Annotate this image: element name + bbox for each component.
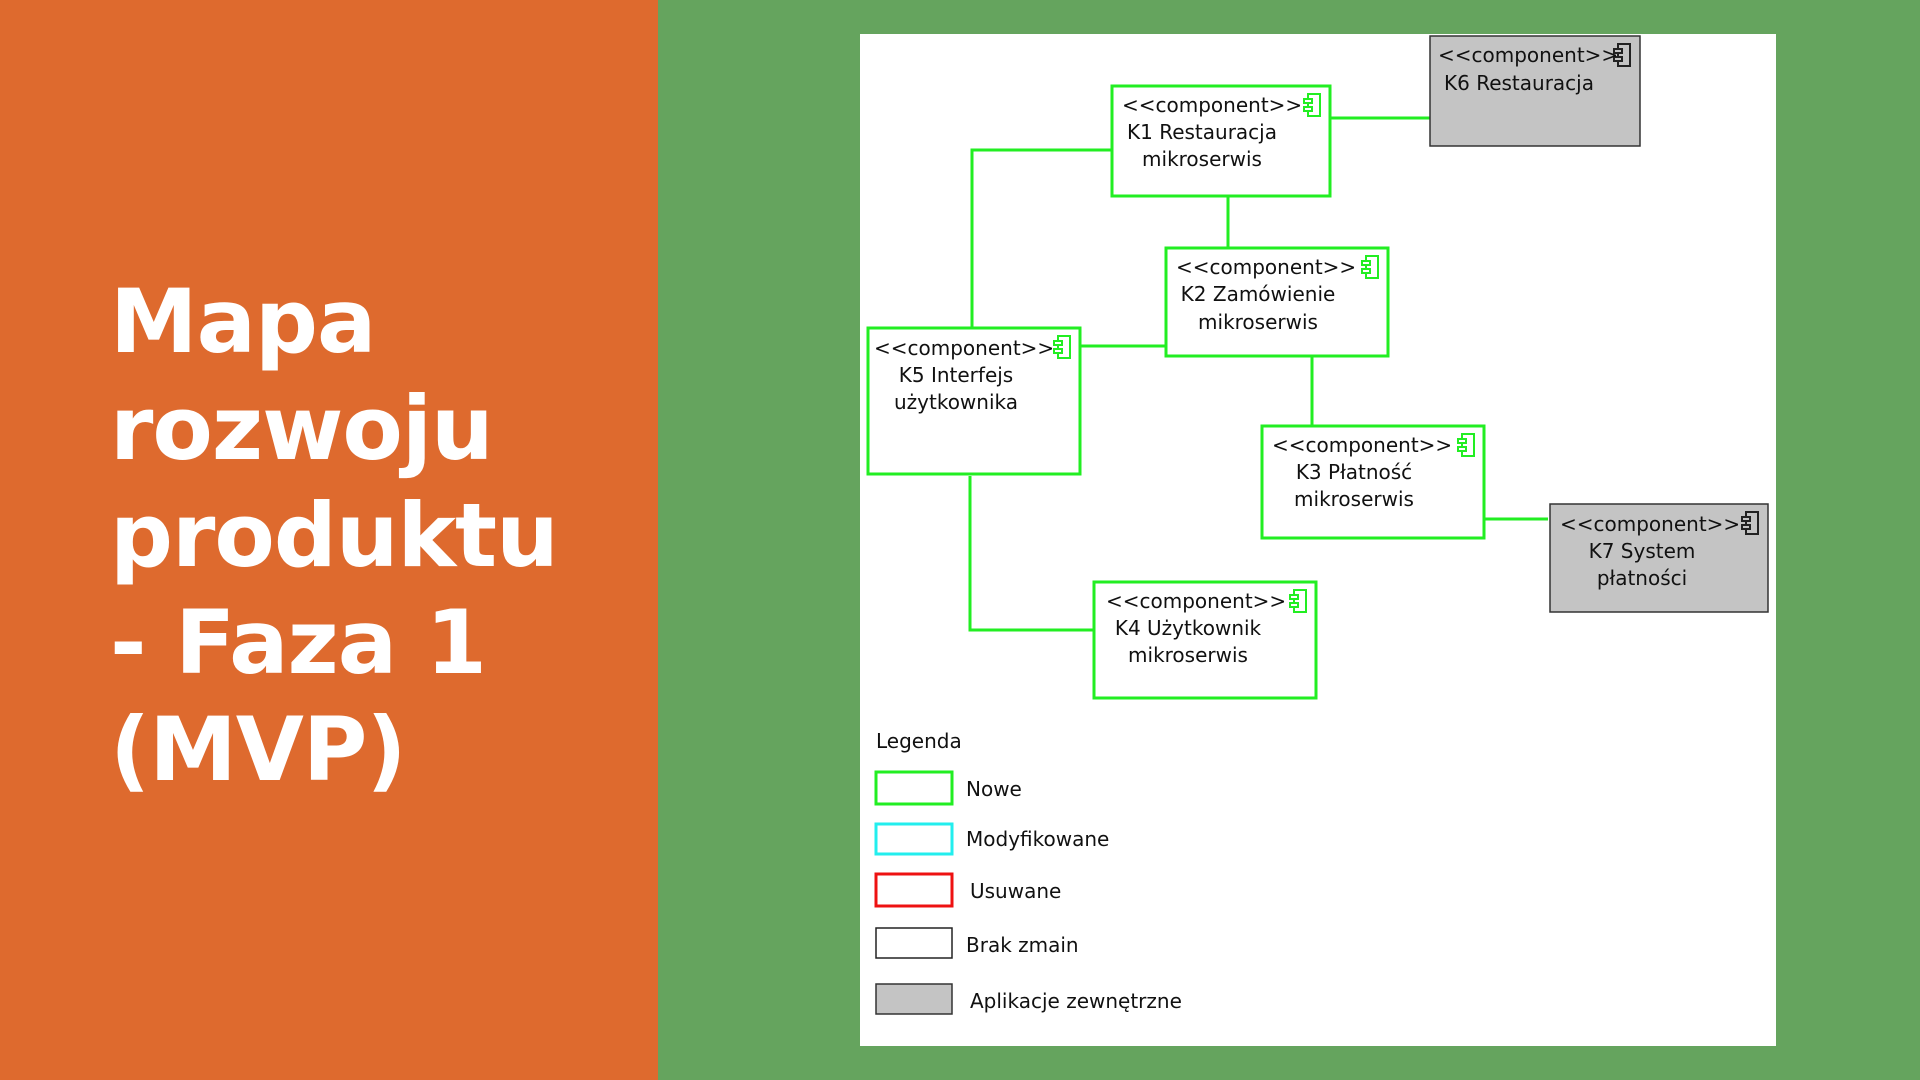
k5-name: K5 Interfejs [899, 363, 1013, 387]
legend-title: Legenda [876, 729, 962, 753]
k3-name: K3 Płatność [1296, 460, 1412, 484]
k4-subtitle: mikroserwis [1128, 643, 1248, 667]
k5-stereotype: <<component>> [874, 336, 1054, 360]
connectors [968, 116, 1548, 632]
k4-stereotype: <<component>> [1106, 589, 1286, 613]
legend-swatch-external [875, 983, 953, 1015]
legend-label-removed: Usuwane [970, 879, 1061, 903]
k1-subtitle: mikroserwis [1142, 147, 1262, 171]
component-diagram: <<component>> K6 Restauracja <<component… [866, 35, 1769, 1015]
component-k5: <<component>> K5 Interfejs użytkownika [866, 326, 1082, 476]
component-k1: <<component>> K1 Restauracja mikroserwis [1110, 84, 1332, 198]
component-k6: <<component>> K6 Restauracja [1429, 35, 1641, 147]
k3-subtitle: mikroserwis [1294, 487, 1414, 511]
component-k2: <<component>> K2 Zamówienie mikroserwis [1164, 246, 1390, 358]
connector-k1-k5 [970, 148, 1112, 328]
k6-name: K6 Restauracja [1444, 71, 1594, 95]
k5-subtitle: użytkownika [894, 390, 1018, 414]
legend-label-modified: Modyfikowane [966, 827, 1109, 851]
component-k4: <<component>> K4 Użytkownik mikroserwis [1092, 580, 1318, 700]
legend-label-new: Nowe [966, 777, 1022, 801]
connector-k5-k4 [968, 476, 1094, 632]
k2-stereotype: <<component>> [1176, 255, 1356, 279]
k2-name: K2 Zamówienie [1181, 282, 1336, 306]
k7-stereotype: <<component>> [1560, 512, 1740, 536]
k7-name: K7 System [1589, 539, 1696, 563]
k2-subtitle: mikroserwis [1198, 310, 1318, 334]
k4-name: K4 Użytkownik [1115, 616, 1262, 640]
legend-swatch-removed [874, 872, 954, 908]
title-panel: Mapa rozwoju produktu - Faza 1 (MVP) [0, 0, 658, 1080]
k1-stereotype: <<component>> [1122, 93, 1302, 117]
legend-swatch-unchanged [875, 927, 953, 959]
k3-stereotype: <<component>> [1272, 433, 1452, 457]
legend-swatch-new [874, 770, 954, 806]
legend-label-external: Aplikacje zewnętrzne [970, 989, 1182, 1013]
k1-name: K1 Restauracja [1127, 120, 1277, 144]
slide-title: Mapa rozwoju produktu - Faza 1 (MVP) [110, 270, 559, 801]
diagram-canvas: <<component>> K6 Restauracja <<component… [860, 34, 1776, 1046]
k6-stereotype: <<component>> [1438, 43, 1618, 67]
component-k7: <<component>> K7 System płatności [1549, 503, 1769, 613]
legend: Legenda Nowe Modyfikowane Usuwane Brak z… [874, 729, 1182, 1015]
legend-label-unchanged: Brak zmain [966, 933, 1079, 957]
legend-swatch-modified [874, 822, 954, 856]
component-k3: <<component>> K3 Płatność mikroserwis [1260, 424, 1486, 540]
k7-subtitle: płatności [1597, 566, 1687, 590]
